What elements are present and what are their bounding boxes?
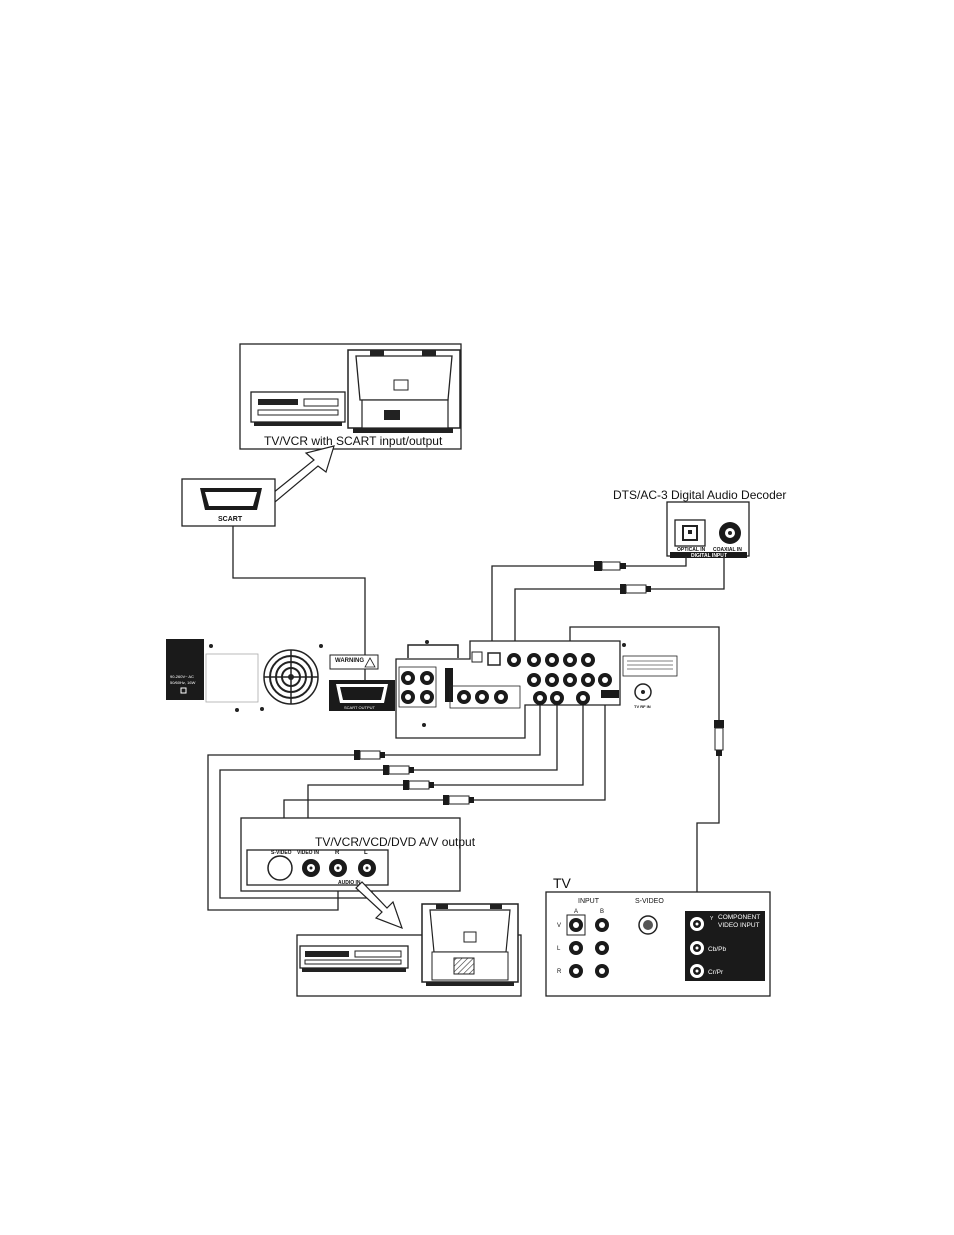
player-rear-panel: 90-260V~ AC 50/60Hz, 16W WARNING SCART O… bbox=[166, 639, 678, 739]
power-spec-line2: 50/60Hz, 16W bbox=[170, 680, 196, 685]
tv-back-icon bbox=[347, 349, 461, 433]
vcr-icon bbox=[250, 391, 346, 426]
analog-audio-jacks bbox=[398, 666, 437, 708]
tv-panel: TV INPUT A B V L R S-VIDEO COMPONENT VID… bbox=[545, 875, 771, 997]
scart-device-title: TV/VCR with SCART input/output bbox=[264, 434, 443, 448]
warning-label: WARNING bbox=[335, 658, 364, 664]
fan-icon bbox=[263, 649, 319, 705]
digital-input-label: DIGITAL INPUT bbox=[691, 553, 727, 559]
tv-rf-in-label: TV RF IN bbox=[634, 704, 651, 709]
tv-col-b: B bbox=[600, 909, 604, 915]
tv-cr-label: Cr/Pr bbox=[708, 969, 724, 976]
decoder-title: DTS/AC-3 Digital Audio Decoder bbox=[613, 488, 786, 502]
tv-panel-title: TV bbox=[553, 875, 572, 891]
component-plug bbox=[714, 720, 724, 756]
tv-input-label: INPUT bbox=[578, 898, 600, 905]
scart-output-label: SCART OUTPUT bbox=[344, 705, 376, 710]
av-svideo-label: S-VIDEO bbox=[271, 850, 292, 856]
av-video-in-label: VIDEO IN bbox=[297, 850, 319, 856]
optical-in-label: OPTICAL IN bbox=[677, 547, 706, 553]
power-spec-line1: 90-260V~ AC bbox=[170, 674, 194, 679]
av-device-title: TV/VCR/VCD/DVD A/V output bbox=[315, 835, 476, 849]
tv-cb-label: Cb/Pb bbox=[708, 946, 726, 953]
tv-component-line2: VIDEO INPUT bbox=[718, 922, 760, 929]
tv-svideo-label: S-VIDEO bbox=[635, 898, 664, 905]
av-arrow bbox=[355, 881, 403, 930]
scart-connector: SCART bbox=[181, 478, 276, 527]
scart-connector-label: SCART bbox=[218, 516, 243, 523]
av-plug-1 bbox=[354, 750, 385, 760]
scart-tv-vcr-box: TV/VCR with SCART input/output bbox=[239, 343, 462, 450]
bottom-vcr-icon bbox=[299, 945, 409, 972]
optical-plug bbox=[594, 561, 626, 571]
bottom-tv-back-icon bbox=[421, 903, 519, 986]
av-r-label: R bbox=[335, 850, 340, 856]
tv-row-r: R bbox=[557, 969, 562, 975]
tv-y-label: Y bbox=[710, 916, 714, 922]
component-output-jacks bbox=[527, 653, 612, 705]
cable-plugs bbox=[354, 561, 724, 805]
tv-component-line1: COMPONENT bbox=[718, 914, 760, 921]
av-plug-3 bbox=[403, 780, 434, 790]
av-audio-in-label: AUDIO IN bbox=[338, 880, 361, 886]
coaxial-in-label: COAXIAL IN bbox=[713, 547, 742, 553]
dts-decoder: DTS/AC-3 Digital Audio Decoder OPTICAL I… bbox=[613, 488, 786, 559]
bottom-tv-vcr-box bbox=[296, 903, 522, 997]
video-output-jacks bbox=[449, 685, 521, 709]
av-plug-2 bbox=[383, 765, 414, 775]
av-plug-4 bbox=[443, 795, 474, 805]
tv-row-v: V bbox=[557, 923, 561, 929]
tv-row-l: L bbox=[557, 946, 561, 952]
av-l-label: L bbox=[364, 850, 368, 856]
coaxial-plug bbox=[620, 584, 651, 594]
tv-col-a: A bbox=[574, 909, 578, 915]
av-device: TV/VCR/VCD/DVD A/V output S-VIDEO VIDEO … bbox=[240, 817, 476, 892]
